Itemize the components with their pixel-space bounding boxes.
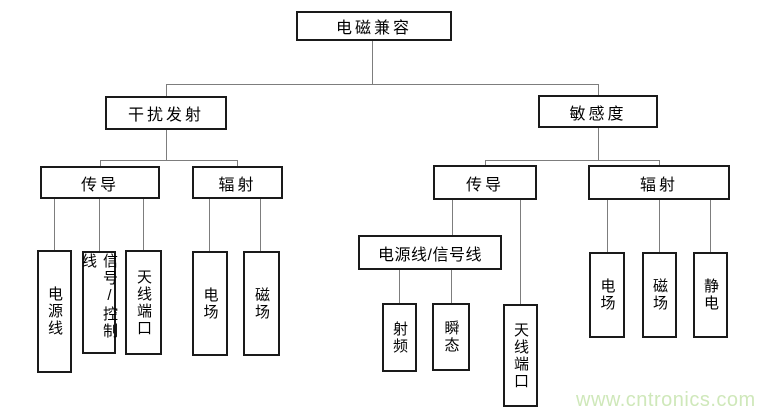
connector-antenna-port-left — [143, 199, 144, 250]
node-power-signal-line: 电源线/信号线 — [358, 235, 502, 270]
node-e-field-right: 电场 — [589, 252, 625, 338]
connector-level1-horizontal — [166, 84, 599, 85]
connector-drop-emission — [166, 84, 167, 96]
connector-drop-conduction-right — [485, 160, 486, 165]
connector-power-line — [54, 199, 55, 250]
connector-drop-susceptibility — [598, 84, 599, 95]
node-e-field-left: 电场 — [192, 251, 228, 356]
connector-power-signal-line — [452, 200, 453, 235]
connector-left-horizontal — [100, 160, 238, 161]
connector-susceptibility-stem — [598, 128, 599, 160]
connector-rf — [399, 270, 400, 303]
node-transient: 瞬态 — [432, 303, 470, 371]
node-power-line: 电源线 — [37, 250, 72, 373]
connector-static-electricity — [710, 200, 711, 252]
node-conduction-right: 传导 — [433, 165, 537, 200]
node-antenna-port-right: 天线端口 — [503, 304, 538, 407]
node-rf: 射频 — [382, 303, 417, 372]
connector-antenna-port-right — [520, 200, 521, 304]
node-m-field-right: 磁场 — [642, 252, 677, 338]
connector-e-field-right — [607, 200, 608, 252]
node-signal-control-line: 信号/控制线 — [80, 251, 118, 354]
connector-e-field-left — [209, 199, 210, 251]
node-emc-root: 电磁兼容 — [296, 11, 452, 41]
connector-drop-conduction-left — [100, 160, 101, 166]
node-static-electricity: 静电 — [693, 252, 728, 338]
connector-emission-stem — [166, 130, 167, 160]
connector-m-field-left — [260, 199, 261, 251]
connector-drop-radiation-left — [237, 160, 238, 166]
node-interference-emission: 干扰发射 — [105, 96, 227, 130]
node-susceptibility: 敏感度 — [538, 95, 658, 128]
connector-signal-control-line — [99, 199, 100, 251]
connector-m-field-right — [659, 200, 660, 252]
connector-transient — [451, 270, 452, 303]
node-m-field-left: 磁场 — [243, 251, 280, 356]
connector-root-stem — [372, 41, 373, 84]
connector-right-horizontal — [485, 160, 659, 161]
node-radiation-left: 辐射 — [192, 166, 283, 199]
node-radiation-right: 辐射 — [588, 165, 730, 200]
connector-drop-radiation-right — [659, 160, 660, 165]
node-antenna-port-left: 天线端口 — [125, 250, 162, 355]
node-conduction-left: 传导 — [40, 166, 160, 199]
site-watermark: www.cntronics.com — [576, 389, 756, 411]
